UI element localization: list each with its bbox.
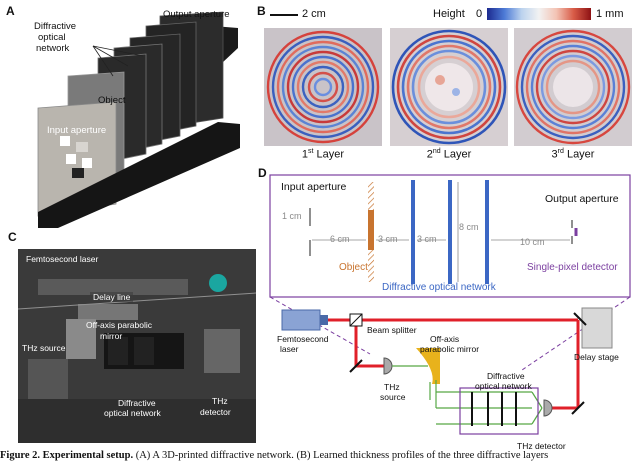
d-label-6cm: 6 cm (330, 234, 350, 244)
c-label-thz-source: THz source (22, 343, 66, 353)
d-label-delay: Delay stage (574, 352, 619, 362)
colorbar (487, 8, 591, 20)
c-label-det1: THz (212, 396, 228, 406)
layer-2-image (390, 28, 508, 151)
label-scale-a: 2 cm (194, 198, 214, 208)
figure-caption: Figure 2. Experimental setup. (A) A 3D-p… (0, 450, 640, 461)
d-label-det: THz detector (517, 441, 566, 451)
layer-1-label: 1st Layer (301, 148, 345, 161)
panel-a-photo (37, 11, 240, 228)
panel-c-photo (18, 249, 256, 443)
d-label-object: Object (339, 262, 368, 273)
colorbar-title: Height (433, 8, 465, 20)
c-label-doe1: Diffractive (118, 398, 156, 408)
caption-rest: (A) A 3D-printed diffractive network. (B… (133, 450, 549, 461)
d-label-1cm: 1 cm (282, 211, 302, 221)
d-label-femto1: Femtosecond (277, 334, 329, 344)
panel-d-letter: D (258, 166, 267, 180)
panel-a-letter: A (6, 4, 15, 18)
d-label-thz1: THz (384, 382, 400, 392)
c-label-det2: detector (200, 407, 231, 417)
layer-3-label: 3rd Layer (551, 148, 595, 161)
panel-b-letter: B (257, 4, 266, 18)
d-label-3cm-a: 3 cm (378, 234, 398, 244)
d-label-input-aperture: Input aperture (281, 181, 347, 193)
layer-3-image (514, 28, 632, 151)
c-label-mirror2: mirror (100, 331, 123, 341)
d-label-detector: Single-pixel detector (527, 262, 618, 273)
c-label-femto: Femtosecond laser (26, 254, 99, 264)
d-label-10cm: 10 cm (520, 237, 545, 247)
label-doe-line1: Diffractive (34, 21, 77, 32)
colorbar-max: 1 mm (596, 8, 624, 20)
layer-2-label: 2nd Layer (426, 148, 472, 161)
scale-bar-a (196, 210, 218, 212)
d-label-mirror2: parabolic mirror (420, 344, 480, 354)
c-label-doe2: optical network (104, 408, 161, 418)
scale-bar-b (270, 14, 298, 16)
label-input-aperture: Input aperture (47, 125, 107, 136)
d-label-3cm-b: 3 cm (417, 234, 437, 244)
c-label-delay: Delay line (90, 292, 134, 302)
c-label-mirror1: Off-axis parabolic (86, 320, 152, 330)
caption-bold: Figure 2. Experimental setup. (0, 450, 134, 461)
panel-d-diagram (269, 174, 631, 435)
label-doe-line2: optical (38, 32, 66, 43)
label-scale-b: 2 cm (302, 8, 326, 20)
d-label-thz2: source (380, 392, 406, 402)
d-label-femto2: laser (280, 344, 299, 354)
d-label-output-aperture: Output aperture (545, 193, 619, 205)
d-label-splitter: Beam splitter (367, 325, 417, 335)
label-doe-line3: network (36, 43, 70, 54)
panel-c-letter: C (8, 230, 17, 244)
d-label-mirror1: Off-axis (430, 334, 460, 344)
d-label-doe2: optical network (475, 381, 532, 391)
d-label-network: Diffractive optical network (382, 282, 496, 293)
label-output-aperture: Output aperture (163, 9, 230, 20)
colorbar-min: 0 (476, 8, 483, 20)
layer-1-image (264, 28, 382, 151)
d-label-doe1: Diffractive (487, 371, 525, 381)
d-label-8cm: 8 cm (459, 222, 479, 232)
label-object: Object (98, 95, 126, 106)
